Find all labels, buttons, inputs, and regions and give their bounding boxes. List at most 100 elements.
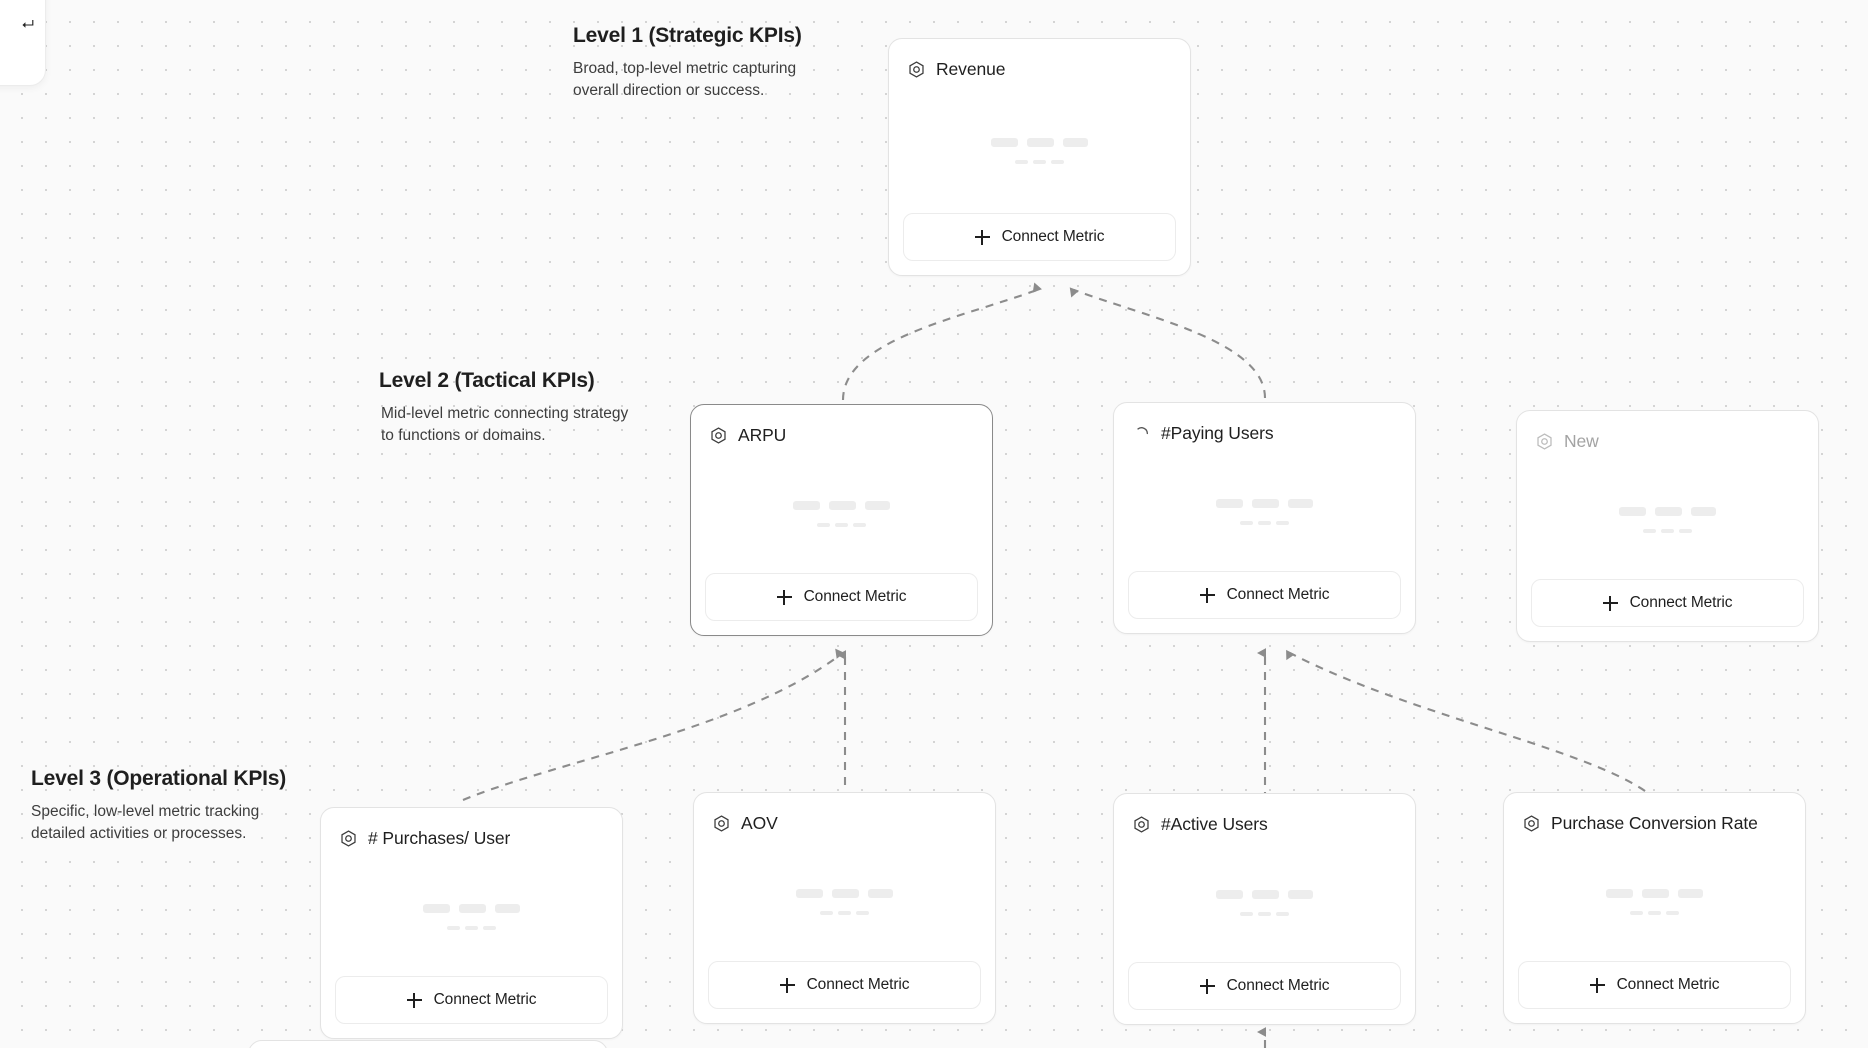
hexagon-metric-icon: [709, 426, 728, 445]
card-skeleton-body: [889, 83, 1190, 213]
connect-metric-label: Connect Metric: [803, 588, 907, 605]
floating-toolbar-panel[interactable]: ⮠: [0, 0, 46, 86]
skeleton-bar: [832, 889, 859, 898]
skeleton-row-primary: [991, 138, 1088, 147]
skeleton-bar: [1051, 160, 1064, 164]
metric-card-purchase-conversion-rate[interactable]: Purchase Conversion Rate Connect Metric: [1503, 792, 1806, 1024]
connect-metric-button[interactable]: Connect Metric: [1531, 579, 1804, 627]
metric-card-arpu[interactable]: ARPU Connect Metric: [690, 404, 993, 636]
skeleton-bar: [1643, 529, 1656, 533]
undo-arrow-icon[interactable]: ⮠: [21, 16, 34, 33]
level-2-description: Mid-level metric connecting strategy to …: [381, 405, 629, 444]
skeleton-row-secondary: [820, 911, 869, 915]
skeleton-bar: [1655, 507, 1682, 516]
connect-metric-label: Connect Metric: [433, 991, 537, 1008]
skeleton-bar: [1619, 507, 1646, 516]
skeleton-bar: [1015, 160, 1028, 164]
skeleton-row-secondary: [1240, 521, 1289, 525]
card-skeleton-body: [1517, 455, 1818, 579]
skeleton-bar: [1027, 138, 1054, 147]
level-1-title: Level 1 (Strategic KPIs): [573, 24, 802, 47]
hexagon-metric-icon: [1522, 814, 1541, 833]
connect-metric-button[interactable]: Connect Metric: [1128, 571, 1401, 619]
connect-metric-label: Connect Metric: [1001, 228, 1105, 245]
connect-metric-button[interactable]: Connect Metric: [1518, 961, 1791, 1009]
level-2-block: Level 2 (Tactical KPIs) Mid-level metric…: [379, 369, 636, 447]
skeleton-row-primary: [796, 889, 893, 898]
plus-icon: [1589, 977, 1605, 993]
skeleton-bar: [868, 889, 893, 898]
metric-card-aov[interactable]: AOV Connect Metric: [693, 792, 996, 1024]
skeleton-bar: [1276, 912, 1289, 916]
skeleton-bar: [865, 501, 890, 510]
connect-metric-button[interactable]: Connect Metric: [335, 976, 608, 1024]
hexagon-metric-icon: [339, 829, 358, 848]
skeleton-bar: [820, 911, 833, 915]
metric-card-purchases-per-user[interactable]: # Purchases/ User Connect Metric: [320, 807, 623, 1039]
plus-icon: [779, 977, 795, 993]
card-title: New: [1564, 430, 1599, 451]
skeleton-row-secondary: [447, 926, 496, 930]
skeleton-bar: [1252, 890, 1279, 899]
skeleton-row-secondary: [1630, 911, 1679, 915]
skeleton-bar: [1679, 529, 1692, 533]
plus-icon: [1199, 587, 1215, 603]
plus-icon: [1602, 595, 1618, 611]
metric-card-active-users[interactable]: #Active Users Connect Metric: [1113, 793, 1416, 1025]
skeleton-bar: [796, 889, 823, 898]
skeleton-bar: [1288, 499, 1313, 508]
skeleton-bar: [829, 501, 856, 510]
skeleton-bar: [423, 904, 450, 913]
level-3-title: Level 3 (Operational KPIs): [31, 767, 287, 790]
level-1-block: Level 1 (Strategic KPIs) Broad, top-leve…: [573, 24, 828, 102]
plus-icon: [1199, 978, 1215, 994]
card-header: New: [1517, 411, 1818, 455]
skeleton-bar: [1288, 890, 1313, 899]
plus-icon: [406, 992, 422, 1008]
skeleton-row-secondary: [817, 523, 866, 527]
skeleton-row-primary: [1619, 507, 1716, 516]
card-skeleton-body: [691, 449, 992, 573]
connect-metric-label: Connect Metric: [806, 976, 910, 993]
connect-metric-button[interactable]: Connect Metric: [708, 961, 981, 1009]
connect-metric-button[interactable]: Connect Metric: [705, 573, 978, 621]
metric-card-revenue[interactable]: Revenue Connect Metric: [888, 38, 1191, 276]
skeleton-bar: [1661, 529, 1674, 533]
connect-metric-button[interactable]: Connect Metric: [1128, 962, 1401, 1010]
loading-spinner-icon: [1132, 424, 1151, 443]
card-header: AOV: [694, 793, 995, 837]
skeleton-row-secondary: [1015, 160, 1064, 164]
skeleton-bar: [1216, 890, 1243, 899]
hexagon-metric-icon: [907, 60, 926, 79]
skeleton-bar: [1648, 911, 1661, 915]
level-3-block: Level 3 (Operational KPIs) Specific, low…: [31, 767, 286, 845]
card-title: #Active Users: [1161, 813, 1268, 834]
skeleton-bar: [1258, 912, 1271, 916]
plus-icon: [776, 589, 792, 605]
skeleton-bar: [1033, 160, 1046, 164]
skeleton-bar: [853, 523, 866, 527]
skeleton-bar: [1063, 138, 1088, 147]
metric-card-paying-users[interactable]: #Paying Users Connect Metric: [1113, 402, 1416, 634]
card-skeleton-body: [694, 837, 995, 961]
card-header: # Purchases/ User: [321, 808, 622, 852]
level-2-title: Level 2 (Tactical KPIs): [379, 369, 595, 392]
skeleton-bar: [1691, 507, 1716, 516]
connect-metric-label: Connect Metric: [1616, 976, 1720, 993]
card-title: # Purchases/ User: [368, 827, 511, 848]
skeleton-bar: [447, 926, 460, 930]
card-skeleton-body: [1114, 447, 1415, 571]
metric-card-new[interactable]: New Connect Metric: [1516, 410, 1819, 642]
card-title: #Paying Users: [1161, 422, 1274, 443]
card-header: Revenue: [889, 39, 1190, 83]
connect-metric-label: Connect Metric: [1226, 977, 1330, 994]
skeleton-row-primary: [1216, 499, 1313, 508]
skeleton-row-secondary: [1643, 529, 1692, 533]
skeleton-row-primary: [1606, 889, 1703, 898]
metric-card-offscreen-bottom[interactable]: [248, 1040, 608, 1048]
skeleton-bar: [459, 904, 486, 913]
skeleton-bar: [495, 904, 520, 913]
card-header: Purchase Conversion Rate: [1504, 793, 1805, 837]
connect-metric-button[interactable]: Connect Metric: [903, 213, 1176, 261]
